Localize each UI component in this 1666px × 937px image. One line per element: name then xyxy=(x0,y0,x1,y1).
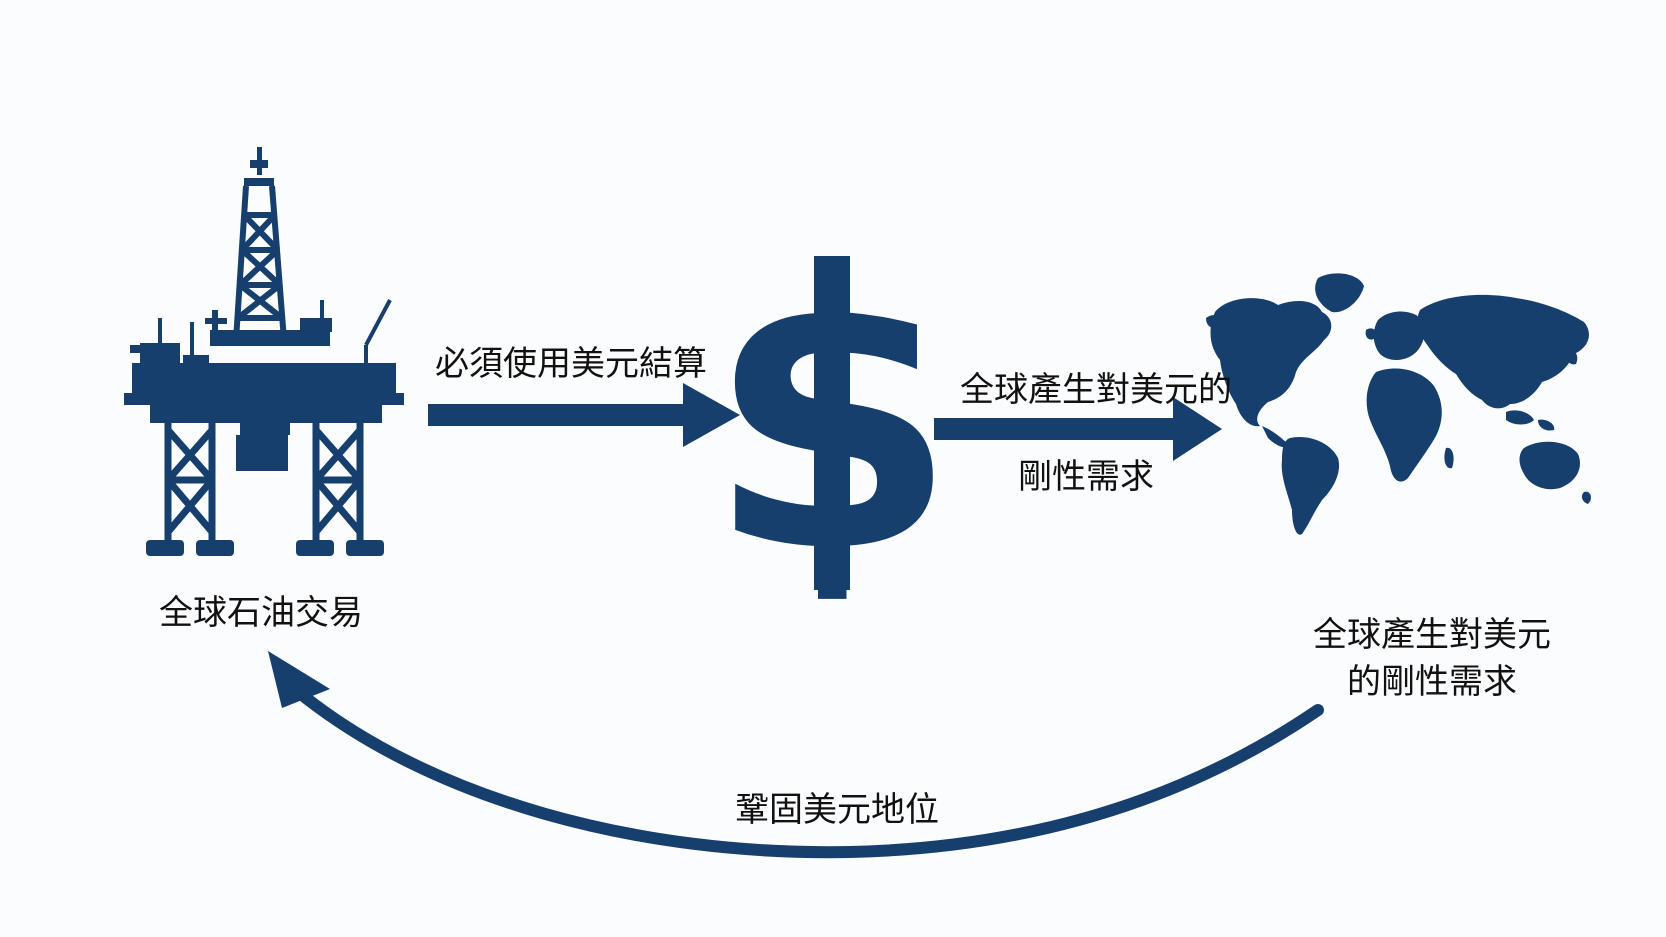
arrow2-label-line1: 全球產生對美元的 xyxy=(960,370,1232,410)
dollar-sign-icon: $ xyxy=(707,212,958,631)
world-demand-label-line1: 全球產生對美元 xyxy=(1313,615,1551,655)
return-arrowhead xyxy=(268,651,330,708)
consolidate-usd-label: 鞏固美元地位 xyxy=(735,790,939,830)
arrow-dollar-to-world xyxy=(934,397,1222,461)
settle-usd-label: 必須使用美元結算 xyxy=(435,344,707,384)
arrow2-label-line2: 剛性需求 xyxy=(1018,457,1154,497)
arrow-oil-to-dollar xyxy=(428,383,740,447)
oil-platform-icon xyxy=(124,147,404,556)
world-demand-label-line2: 的剛性需求 xyxy=(1347,662,1517,702)
world-map-icon xyxy=(1206,273,1591,535)
return-curved-arrow xyxy=(290,684,1324,859)
oil-trade-label: 全球石油交易 xyxy=(159,593,363,633)
dollar-glyph: $ xyxy=(707,212,958,631)
